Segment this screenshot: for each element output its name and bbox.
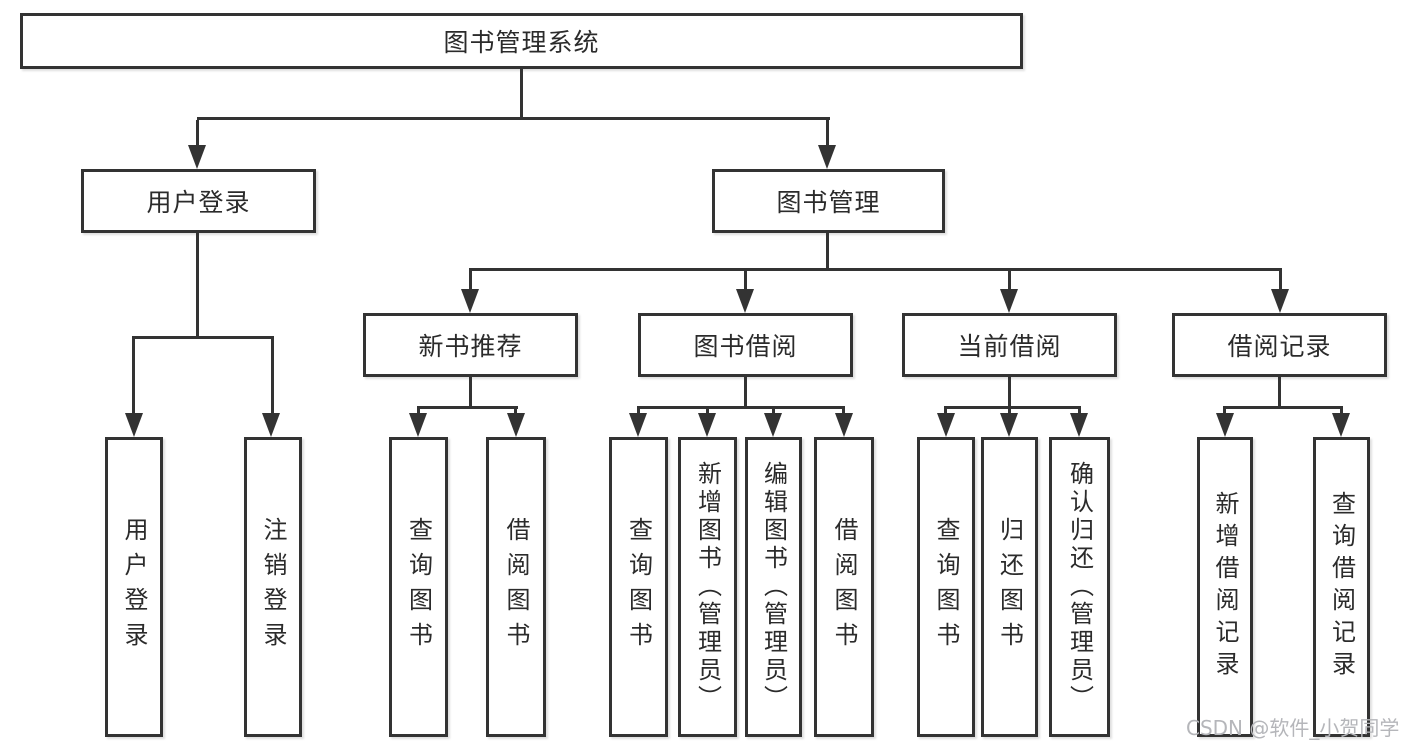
leaf-logout: 注销登录	[244, 437, 302, 737]
connector-leaf13-stem	[1340, 409, 1343, 415]
leaf-add-books-admin: 新增图书（管理员）	[678, 437, 737, 737]
connector-leaf8-stem	[842, 409, 845, 415]
leaf-edit-books-admin-label: 编辑图书（管理员）	[759, 461, 788, 713]
connector-userlogin-stem	[196, 120, 199, 148]
arrow-down-leaf-add-books-admin	[698, 413, 716, 437]
leaf-add-books-admin-label: 新增图书（管理员）	[693, 461, 722, 713]
node-borrowing-records: 借阅记录	[1172, 313, 1387, 377]
leaf-return-books: 归还图书	[981, 437, 1038, 737]
leaf-query-borrow-record: 查询借阅记录	[1313, 437, 1370, 737]
connector-root-hbar	[197, 117, 830, 120]
arrow-down-leaf-query-books-current	[937, 413, 955, 437]
arrow-down-leaf-query-books-borrowing	[629, 413, 647, 437]
connector-leaf2-stem	[271, 339, 274, 413]
node-current-borrowing: 当前借阅	[902, 313, 1117, 377]
node-new-book-recommend: 新书推荐	[363, 313, 578, 377]
leaf-query-books-recommend-label: 查询图书	[404, 517, 433, 657]
arrow-down-leaf-borrow-books-borrowing	[835, 413, 853, 437]
leaf-borrow-books-recommend-label: 借阅图书	[502, 517, 530, 657]
arrow-down-leaf-user-login	[125, 413, 143, 437]
connector-leaf3-stem	[417, 409, 420, 415]
arrow-down-leaf-query-books-recommend	[409, 413, 427, 437]
connector-l3c-hbar	[944, 406, 1081, 409]
leaf-query-books-current: 查询图书	[917, 437, 975, 737]
leaf-borrow-books-recommend: 借阅图书	[486, 437, 546, 737]
arrow-down-bookmgmt	[818, 145, 836, 169]
connector-leaf4-stem	[514, 409, 517, 415]
connector-bookmgmt-stem	[826, 120, 829, 148]
node-new-book-recommend-label: 新书推荐	[418, 332, 523, 361]
connector-leaf6-stem	[706, 409, 709, 415]
connector-leaf9-stem	[944, 409, 947, 415]
leaf-query-books-current-label: 查询图书	[932, 517, 960, 657]
node-book-borrowing: 图书借阅	[638, 313, 853, 377]
connector-leaf12-stem	[1223, 409, 1226, 415]
arrow-down-leaf-return-books	[1000, 413, 1018, 437]
leaf-query-borrow-record-label: 查询借阅记录	[1327, 491, 1356, 683]
connector-root-stem	[520, 69, 523, 119]
connector-bookmgmt-hbar	[469, 268, 1282, 271]
node-user-login-label: 用户登录	[146, 188, 251, 217]
node-library-system: 图书管理系统	[20, 13, 1023, 69]
watermark: CSDN @软件_小贺同学	[1186, 716, 1400, 740]
connector-l3b-hbar	[637, 406, 845, 409]
arrow-down-leaf-confirm-return-admin	[1070, 413, 1088, 437]
node-borrowing-records-label: 借阅记录	[1227, 332, 1332, 361]
node-library-system-label: 图书管理系统	[443, 28, 600, 57]
connector-l3c-down	[1008, 377, 1011, 408]
node-current-borrowing-label: 当前借阅	[957, 332, 1062, 361]
leaf-add-borrow-record: 新增借阅记录	[1197, 437, 1253, 737]
connector-leaf5-stem	[637, 409, 640, 415]
leaf-query-books-borrowing-label: 查询图书	[624, 517, 653, 657]
leaf-confirm-return-admin-label: 确认归还（管理员）	[1065, 461, 1094, 713]
connector-leaf1-stem	[132, 339, 135, 413]
leaf-borrow-books-borrowing-label: 借阅图书	[830, 517, 858, 657]
connector-leaf11-stem	[1078, 409, 1081, 415]
node-book-management: 图书管理	[712, 169, 945, 233]
arrow-down-current-borrowing	[1000, 289, 1018, 313]
leaf-edit-books-admin: 编辑图书（管理员）	[745, 437, 802, 737]
connector-l3b-down	[744, 377, 747, 408]
arrow-down-userlogin	[188, 145, 206, 169]
connector-l3b-stem	[744, 271, 747, 291]
leaf-user-login-label: 用户登录	[120, 517, 148, 657]
leaf-logout-label: 注销登录	[259, 517, 287, 657]
arrow-down-leaf-borrow-books-recommend	[507, 413, 525, 437]
connector-leaf10-stem	[1008, 409, 1011, 415]
arrow-down-new-book-recommend	[461, 289, 479, 313]
leaf-confirm-return-admin: 确认归还（管理员）	[1049, 437, 1110, 737]
arrow-down-leaf-add-borrow-record	[1216, 413, 1234, 437]
leaf-add-borrow-record-label: 新增借阅记录	[1211, 491, 1239, 683]
connector-l3c-stem	[1008, 271, 1011, 291]
connector-l3a-hbar	[417, 406, 518, 409]
leaf-query-books-recommend: 查询图书	[389, 437, 448, 737]
connector-userlogin-hbar	[132, 336, 274, 339]
arrow-down-leaf-edit-books-admin	[764, 413, 782, 437]
arrow-down-borrowing-records	[1271, 289, 1289, 313]
leaf-return-books-label: 归还图书	[995, 517, 1024, 657]
node-book-borrowing-label: 图书借阅	[693, 332, 798, 361]
leaf-borrow-books-borrowing: 借阅图书	[814, 437, 874, 737]
connector-l3a-down	[469, 377, 472, 408]
node-user-login: 用户登录	[81, 169, 316, 233]
connector-l3d-down	[1278, 377, 1281, 408]
connector-userlogin-down	[196, 232, 199, 338]
arrow-down-leaf-logout	[262, 413, 280, 437]
arrow-down-leaf-query-borrow-record	[1332, 413, 1350, 437]
arrow-down-book-borrowing	[736, 289, 754, 313]
connector-l3d-hbar	[1223, 406, 1343, 409]
leaf-user-login: 用户登录	[105, 437, 163, 737]
connector-bookmgmt-down	[826, 232, 829, 270]
connector-leaf7-stem	[772, 409, 775, 415]
connector-l3a-stem	[469, 271, 472, 291]
leaf-query-books-borrowing: 查询图书	[609, 437, 668, 737]
node-book-management-label: 图书管理	[776, 188, 881, 217]
connector-l3d-stem	[1279, 271, 1282, 291]
